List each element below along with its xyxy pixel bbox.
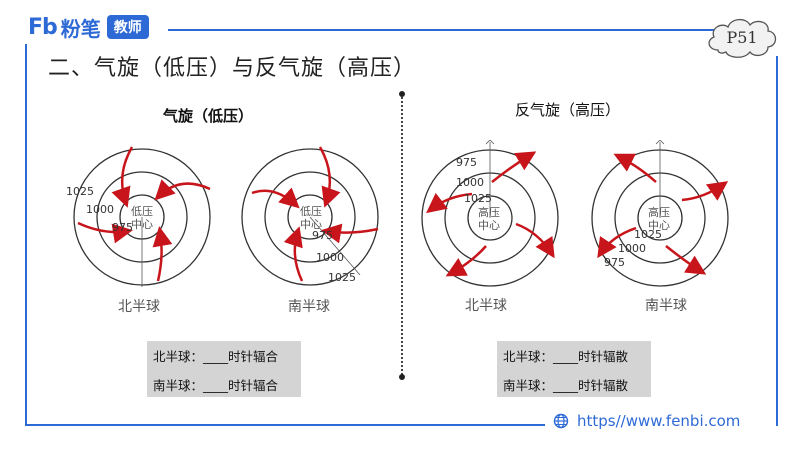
cyclone-heading: 气旋（低压） <box>163 107 254 125</box>
cyclone-answer-north: 北半球：____时针辐合 <box>153 349 279 364</box>
anticyclone-answer-north: 北半球：____时针辐散 <box>503 349 629 364</box>
isobar-label-1025: 1025 <box>328 271 356 284</box>
center-label-line2: 中心 <box>131 218 153 231</box>
isobar-label-975: 975 <box>456 156 477 169</box>
svg-text:高压: 高压 <box>478 205 500 219</box>
isobar-label-1000: 1000 <box>86 203 114 216</box>
cyclone-south-hemisphere: 南半球 <box>288 299 330 315</box>
cloud-icon <box>708 18 777 58</box>
isobar-label-975: 975 <box>112 221 133 234</box>
isobar-label-1000: 1000 <box>316 251 344 264</box>
section-divider <box>401 94 404 378</box>
anticyclone-south-diagram: 高压 中心 1025 1000 975 <box>591 140 729 287</box>
svg-text:低压: 低压 <box>300 205 322 218</box>
frame-right-line <box>776 56 778 426</box>
logo-brand: 粉笔 <box>60 16 101 41</box>
cyclone-answer-box <box>147 341 301 397</box>
anticyclone-answer-south: 南半球：____时针辐散 <box>503 378 629 393</box>
isobar-label-975: 975 <box>604 256 625 269</box>
svg-text:中心: 中心 <box>300 218 322 231</box>
anticyclone-answer-box <box>497 341 651 397</box>
anticyclone-south-hemisphere: 南半球 <box>645 298 687 314</box>
fenbi-logo: Fb 粉笔 教师 <box>28 12 149 42</box>
svg-text:高压: 高压 <box>648 205 670 219</box>
frame-top-line <box>168 29 728 31</box>
divider-dot-top <box>399 91 405 97</box>
frame-bottom-line <box>25 424 545 426</box>
footer-url-text[interactable]: https//www.fenbi.com <box>577 412 741 430</box>
svg-text:中心: 中心 <box>648 219 670 232</box>
isobar-label-1000: 1000 <box>456 176 484 189</box>
center-label-line1: 低压 <box>131 205 153 218</box>
divider-dot-bottom <box>399 374 405 380</box>
isobar-label-1000: 1000 <box>618 242 646 255</box>
anticyclone-heading: 反气旋（高压） <box>515 101 621 119</box>
logo-mark: Fb <box>28 14 58 40</box>
anticyclone-north-diagram: 975 1000 1025 高压 中心 <box>421 140 559 287</box>
isobar-label-1025: 1025 <box>634 228 662 241</box>
isobar-label-1025: 1025 <box>66 185 94 198</box>
page-title: 二、气旋（低压）与反气旋（高压） <box>48 56 417 81</box>
footer-url[interactable]: https//www.fenbi.com <box>553 412 740 430</box>
cyclone-answer-south: 南半球：____时针辐合 <box>153 378 279 393</box>
cyclone-north-hemisphere: 北半球 <box>118 299 160 315</box>
page-number: P51 <box>726 28 758 47</box>
anticyclone-north-hemisphere: 北半球 <box>465 298 507 314</box>
svg-text:中心: 中心 <box>478 219 500 232</box>
isobar-label-975: 975 <box>312 229 333 242</box>
logo-badge: 教师 <box>106 15 149 39</box>
isobar-label-1025: 1025 <box>464 192 492 205</box>
frame-left-line <box>25 44 27 424</box>
cyclone-south-diagram: 低压 中心 975 1000 1025 <box>241 146 379 286</box>
globe-icon <box>553 413 569 429</box>
cyclone-north-diagram: 1025 1000 975 低压 中心 <box>66 146 211 287</box>
